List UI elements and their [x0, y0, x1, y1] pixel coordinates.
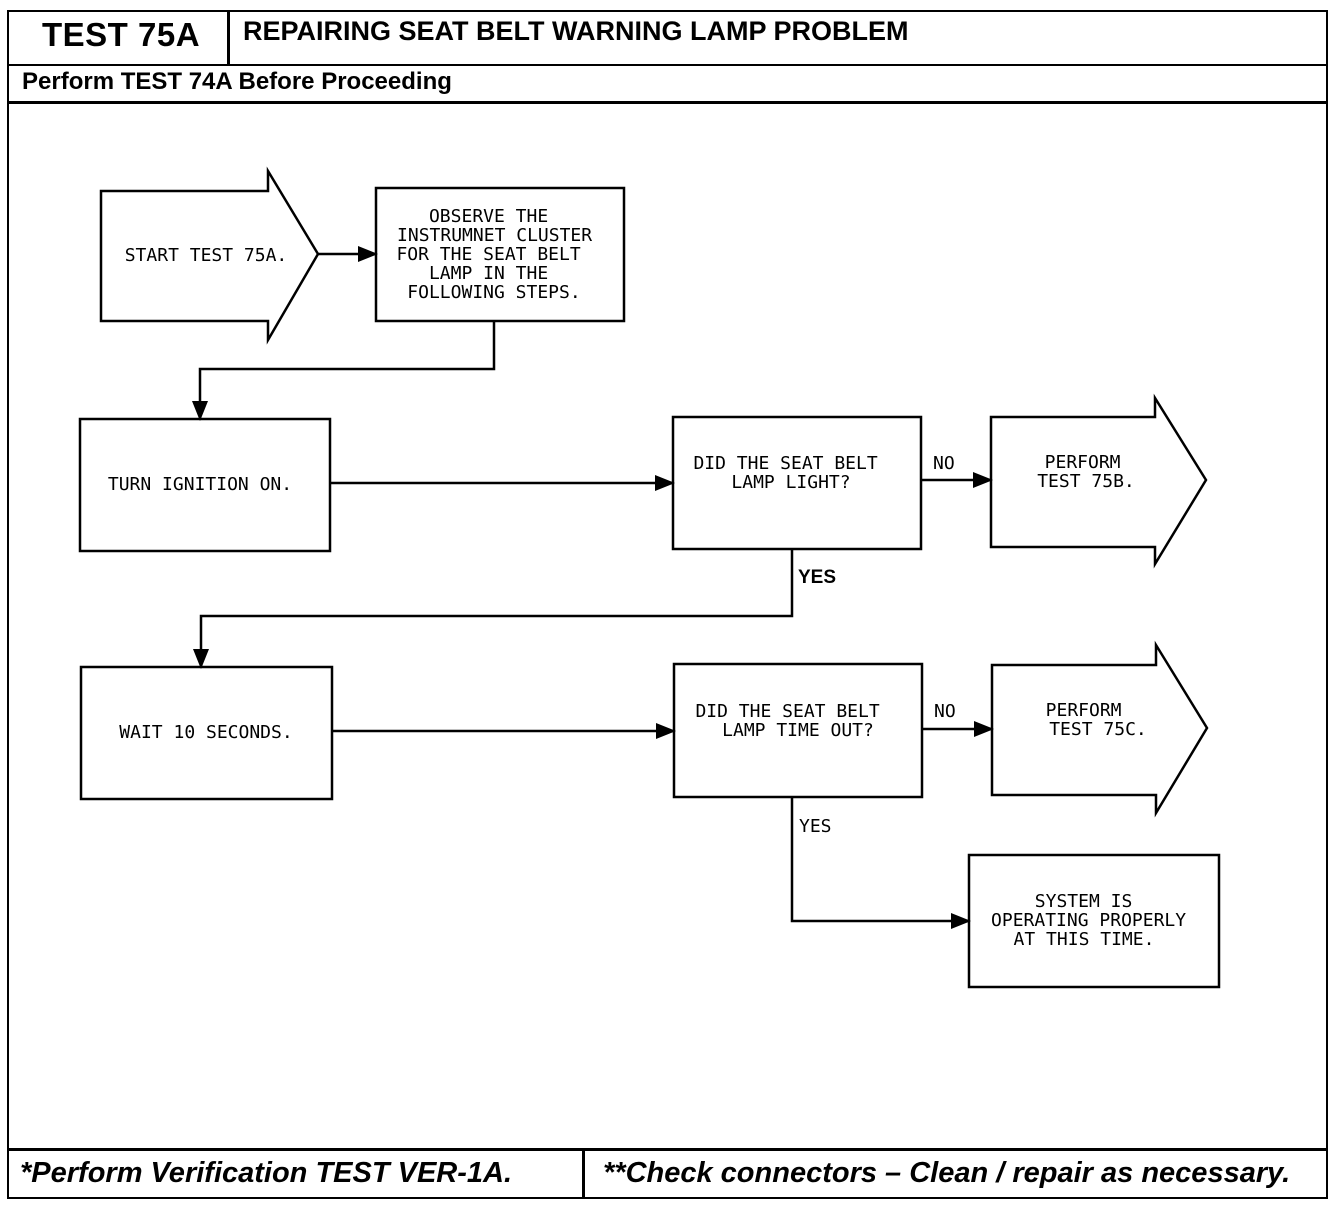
question-light-line: LAMP LIGHT?	[731, 472, 850, 493]
perform-75c-node	[990, 640, 1209, 818]
perform-75c-text: PERFORM TEST 75C.	[1046, 700, 1147, 740]
observe-line: FOLLOWING STEPS.	[407, 282, 580, 303]
ignition-text: TURN IGNITION ON.	[108, 474, 292, 495]
observe-line: LAMP IN THE	[429, 263, 548, 284]
wait-text: WAIT 10 SECONDS.	[119, 722, 292, 743]
test-id: TEST 75A	[42, 16, 201, 53]
start-line: START TEST 75A.	[125, 245, 288, 266]
start-node	[99, 166, 320, 345]
question-light-text: DID THE SEAT BELT LAMP LIGHT?	[693, 453, 888, 493]
footer-connector-note: **Check connectors – Clean / repair as n…	[603, 1157, 1291, 1189]
observe-line: FOR THE SEAT BELT	[396, 244, 580, 265]
branch-label-no: NO	[934, 701, 956, 722]
system-ok-line: OPERATING PROPERLY	[991, 910, 1186, 931]
branch-label-yes: YES	[799, 816, 832, 837]
page-frame	[7, 10, 1328, 1199]
observe-text: OBSERVE THE INSTRUMNET CLUSTER FOR THE S…	[396, 206, 603, 303]
branch-label-no: NO	[933, 453, 955, 474]
connector-yes-system	[790, 797, 971, 929]
page-title: REPAIRING SEAT BELT WARNING LAMP PROBLEM	[243, 16, 909, 46]
footer-divider	[582, 1148, 585, 1199]
start-text: START TEST 75A.	[125, 245, 288, 266]
perform-75b-line: PERFORM	[1045, 452, 1121, 473]
connector-yes-wait	[193, 549, 794, 669]
prereq-rule	[7, 101, 1328, 104]
question-timeout-text: DID THE SEAT BELT LAMP TIME OUT?	[695, 701, 890, 741]
branch-label-yes: YES	[798, 567, 836, 588]
wait-line: WAIT 10 SECONDS.	[119, 722, 292, 743]
observe-line: INSTRUMNET CLUSTER	[397, 225, 592, 246]
footer-rule	[7, 1148, 1328, 1151]
prerequisite-note: Perform TEST 74A Before Proceeding	[22, 68, 452, 95]
header-rule	[7, 64, 1328, 66]
perform-75c-line: PERFORM	[1046, 700, 1122, 721]
header-divider	[227, 10, 230, 65]
system-ok-line: AT THIS TIME.	[1014, 929, 1155, 950]
question-timeout-line: LAMP TIME OUT?	[722, 720, 874, 741]
perform-75c-line: TEST 75C.	[1049, 719, 1147, 740]
connector-observe-ignition	[192, 321, 496, 421]
perform-75b-node	[989, 393, 1208, 569]
observe-line: OBSERVE THE	[429, 206, 548, 227]
perform-75b-line: TEST 75B.	[1037, 471, 1135, 492]
system-ok-text: SYSTEM IS OPERATING PROPERLY AT THIS TIM…	[991, 891, 1197, 950]
system-ok-line: SYSTEM IS	[1035, 891, 1133, 912]
footer-verification-note: *Perform Verification TEST VER-1A.	[20, 1157, 513, 1189]
ignition-line: TURN IGNITION ON.	[108, 474, 292, 495]
question-timeout-line: DID THE SEAT BELT	[695, 701, 879, 722]
question-light-line: DID THE SEAT BELT	[693, 453, 877, 474]
perform-75b-text: PERFORM TEST 75B.	[1037, 452, 1135, 492]
